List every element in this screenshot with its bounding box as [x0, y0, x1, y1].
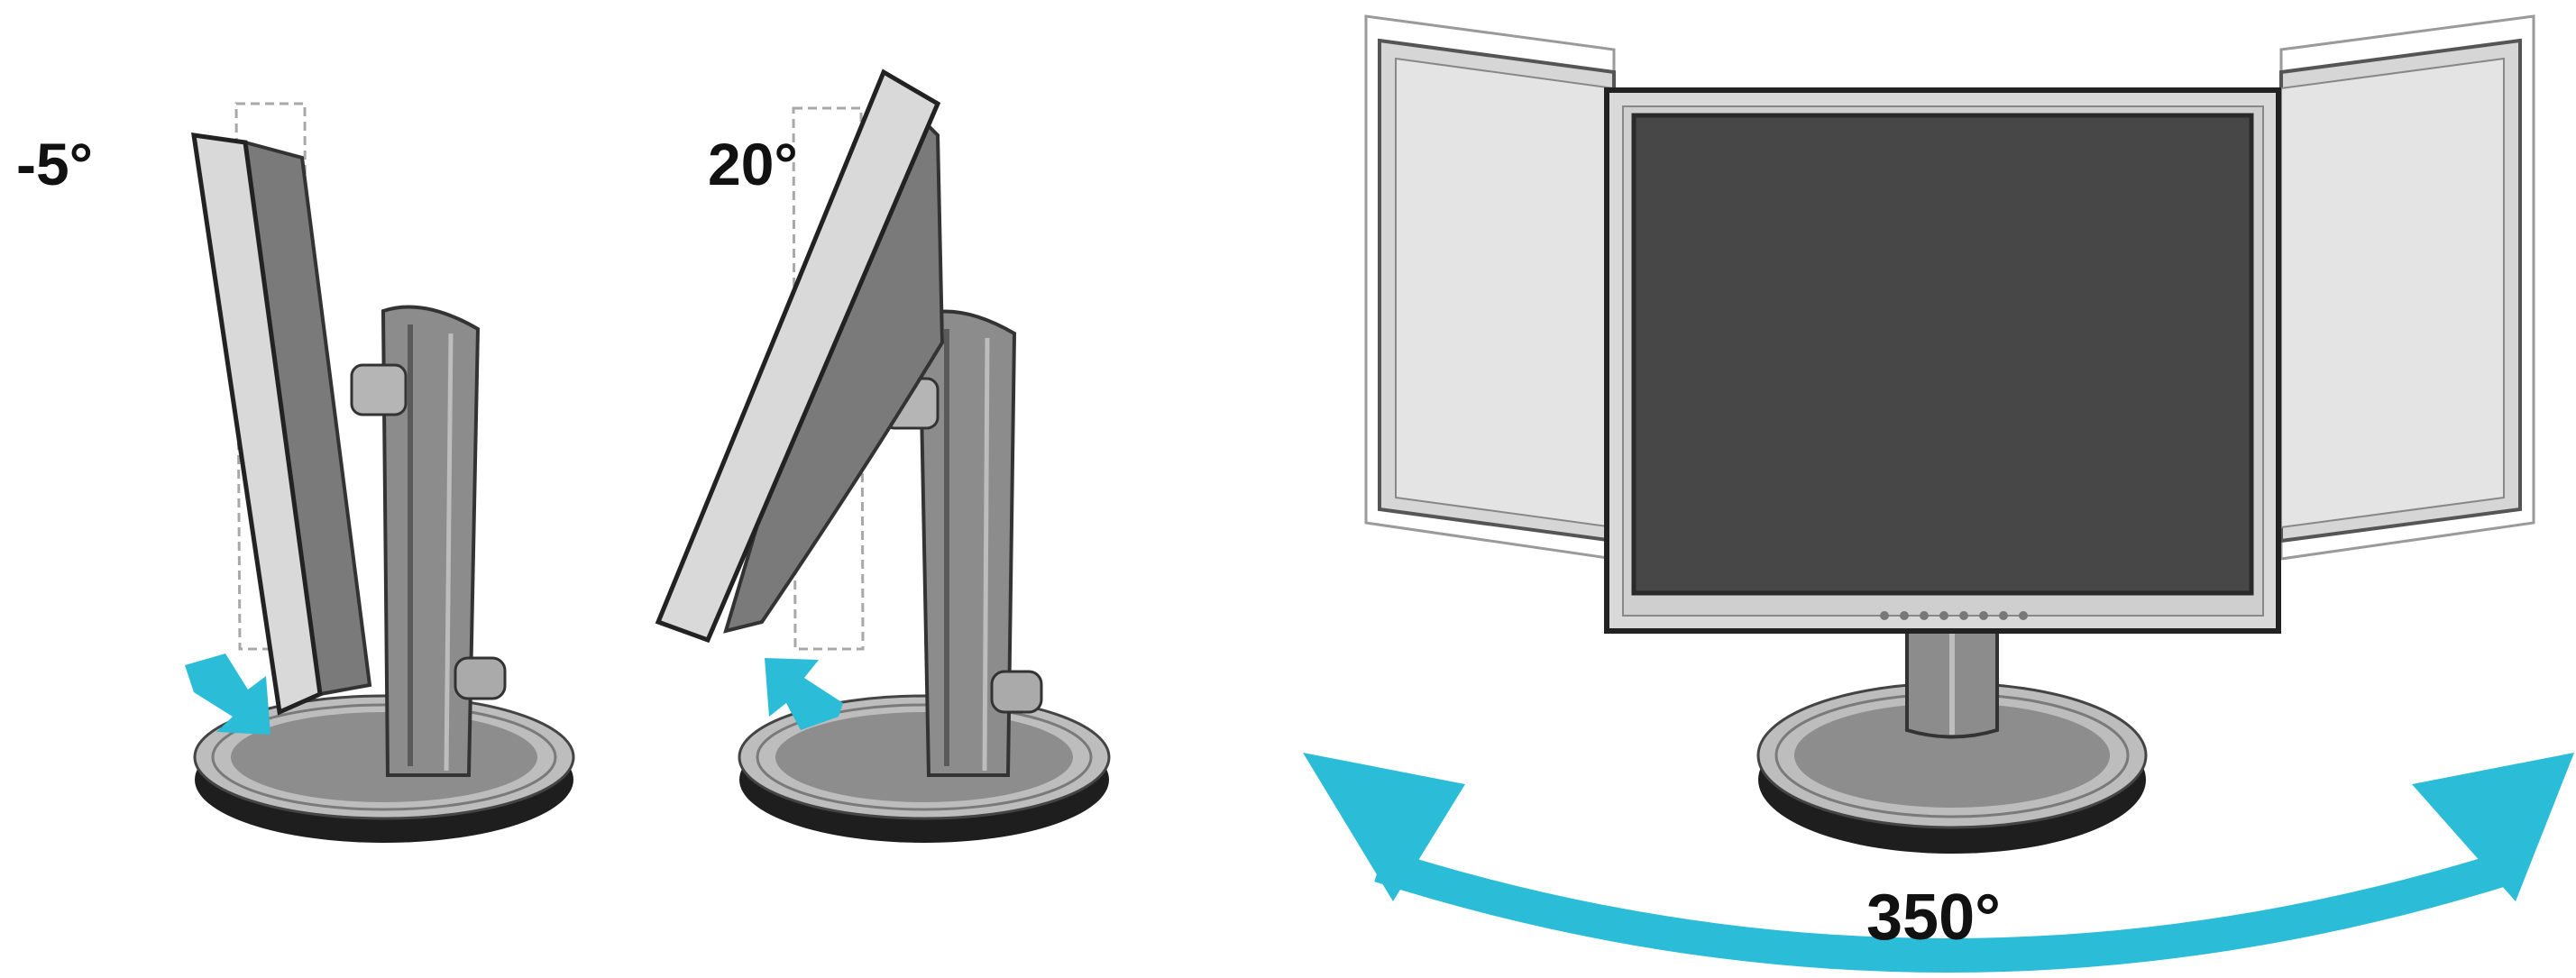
monitor-screen — [1631, 113, 2254, 596]
hinge — [350, 363, 408, 416]
monitor-panel — [191, 133, 372, 716]
tilt-back-label: 20° — [708, 131, 798, 197]
ghost-panel-right — [2279, 14, 2535, 561]
tilt-back-figure: 20° — [655, 69, 1111, 843]
arrow-up-left-icon — [765, 658, 843, 730]
front-monitor — [1604, 87, 2281, 634]
arrow-down-right-icon — [185, 654, 270, 735]
tilt-forward-label: -5° — [16, 131, 93, 197]
swivel-label: 350° — [1866, 882, 2001, 954]
stand-neck — [380, 305, 481, 777]
tilt-forward-figure: -5° — [16, 102, 575, 843]
stand-base — [738, 694, 1111, 843]
stand-base — [193, 694, 575, 843]
monitor-control-buttons — [1880, 611, 2028, 620]
ghost-panel-left — [1364, 14, 1616, 561]
double-headed-curved-arrow-icon — [1303, 753, 2574, 973]
monitor-panel — [655, 69, 945, 644]
swivel-figure: 350° — [1303, 14, 2574, 973]
stand-base — [1756, 681, 2148, 854]
